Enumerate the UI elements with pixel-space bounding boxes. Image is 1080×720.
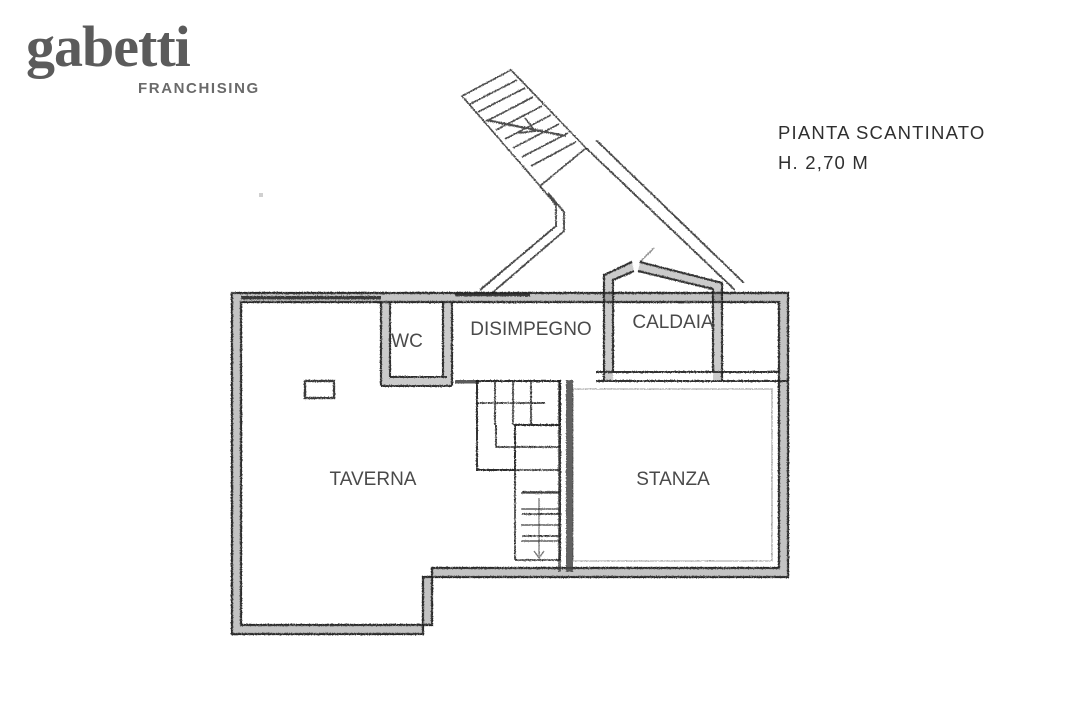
logo-tagline: FRANCHISING	[138, 80, 260, 97]
exterior-staircase	[460, 69, 588, 188]
exterior-walls	[230, 291, 790, 636]
gabetti-logo: gabetti FRANCHISING	[26, 18, 286, 100]
plan-title: PIANTA SCANTINATO	[778, 122, 986, 143]
taverna-fixture	[303, 379, 336, 400]
corridor-left-wall-inner	[491, 192, 565, 294]
stair-direction-arrow	[533, 498, 545, 560]
interior-staircase	[476, 380, 561, 561]
caldaia-left-wall-inner	[611, 270, 635, 372]
corridor-left-wall-outer	[479, 185, 557, 291]
room-label-wc: WC	[391, 331, 423, 352]
logo-wordmark: gabetti	[26, 14, 191, 79]
plan-height-note: H. 2,70 M	[778, 152, 869, 173]
taverna-mark	[259, 193, 263, 197]
stair-lower-hatch	[521, 492, 559, 542]
floor-outline-accents	[250, 310, 773, 562]
taverna-top-partition	[241, 293, 530, 300]
perimeter-outer-line	[230, 291, 790, 636]
wc-wall-fill	[381, 302, 452, 386]
exterior-corridor-walls	[479, 139, 745, 294]
corridor-right-wall-inner	[595, 139, 745, 284]
title-block: PIANTA SCANTINATO H. 2,70 M	[778, 122, 986, 174]
stanza-floor-outline	[572, 388, 773, 562]
room-label-caldaia: CALDAIA	[632, 312, 714, 333]
corridor-right-wall-outer	[585, 147, 736, 291]
right-wing-walls	[596, 370, 788, 383]
room-label-disimpegno: DISIMPEGNO	[470, 319, 592, 340]
wc-door-jamb	[455, 380, 479, 384]
perimeter-wall-fill	[232, 293, 788, 634]
taverna-upper-outline	[250, 310, 378, 370]
caldaia-wall-fill	[604, 262, 722, 381]
room-label-taverna: TAVERNA	[329, 469, 417, 490]
room-label-stanza: STANZA	[636, 469, 710, 490]
